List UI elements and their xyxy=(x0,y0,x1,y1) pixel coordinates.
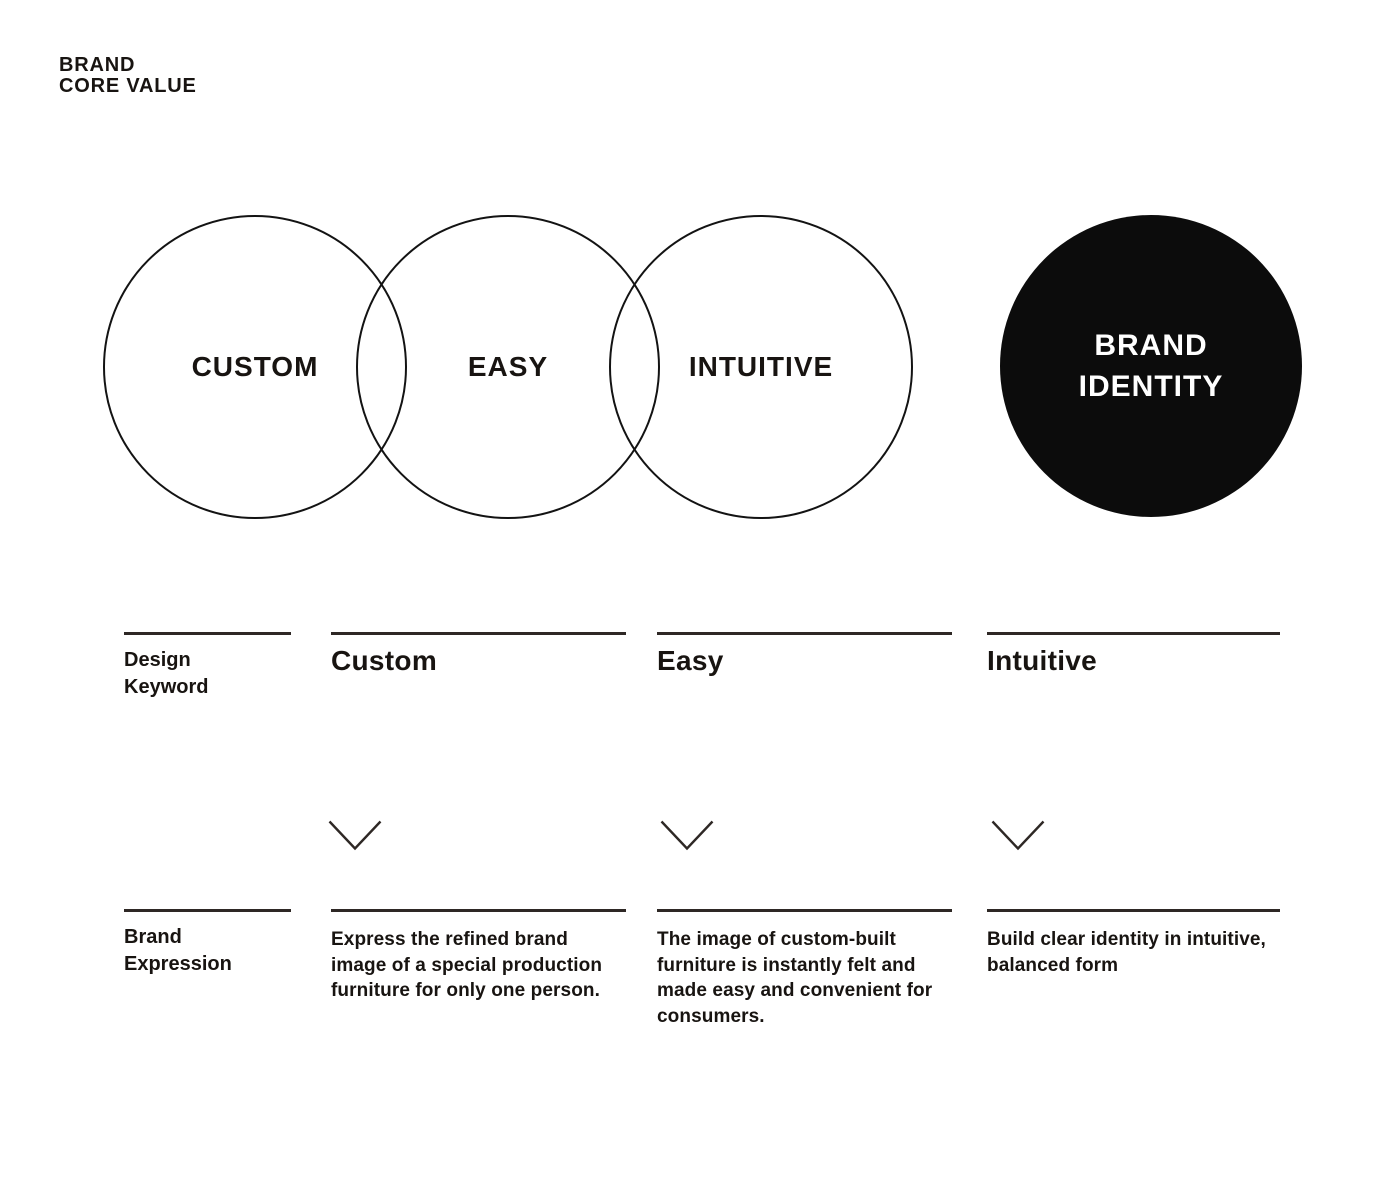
brand-identity-label-line1: BRAND xyxy=(1094,329,1208,362)
expression-cell-easy: The image of custom-built furniture is i… xyxy=(657,909,952,1029)
page-title: BRAND CORE VALUE xyxy=(59,55,197,97)
chevron-down-icon xyxy=(991,820,1045,851)
page-title-line1: BRAND xyxy=(59,54,136,76)
venn-circle-intuitive: INTUITIVE xyxy=(609,215,913,519)
keyword-cell-intuitive: Intuitive xyxy=(987,632,1280,677)
keyword-cell-custom: Custom xyxy=(331,632,626,677)
design-keyword-label-line2: Keyword xyxy=(124,676,209,698)
venn-circle-intuitive-label: INTUITIVE xyxy=(688,351,834,382)
expression-cell-intuitive: Build clear identity in intuitive, balan… xyxy=(987,909,1280,978)
chevron-down-icon xyxy=(328,820,382,851)
chevron-down-icon xyxy=(660,820,714,851)
keyword-cell-easy: Easy xyxy=(657,632,952,677)
brand-expression-label-line1: Brand xyxy=(124,926,182,948)
brand-expression-row-label: Brand Expression xyxy=(124,909,291,978)
venn-circle-easy-label: EASY xyxy=(467,351,549,382)
design-keyword-row-label: Design Keyword xyxy=(124,632,291,701)
page-title-line2: CORE VALUE xyxy=(59,75,197,97)
brand-expression-label-line2: Expression xyxy=(124,953,232,975)
brand-identity-label-line2: IDENTITY xyxy=(1078,370,1224,403)
expression-cell-custom: Express the refined brand image of a spe… xyxy=(331,909,626,1004)
venn-circle-custom-label: CUSTOM xyxy=(191,351,319,382)
design-keyword-label-line1: Design xyxy=(124,649,191,671)
brand-identity-circle: BRAND IDENTITY xyxy=(1000,215,1302,517)
